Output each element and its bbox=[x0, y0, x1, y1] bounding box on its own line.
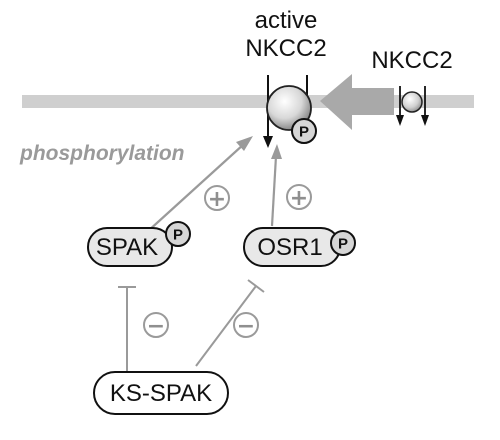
plus-osr1-label: + bbox=[290, 186, 308, 211]
osr1-activation-arrow bbox=[270, 144, 282, 227]
spak-inhibition-line bbox=[118, 286, 136, 377]
ks-spak-node: KS-SPAK bbox=[93, 371, 229, 415]
active-nkcc2-transporter: P bbox=[263, 75, 317, 148]
phospho-badge-spak bbox=[165, 221, 191, 247]
phospho-badge-spak-label: P bbox=[173, 227, 183, 244]
nkcc2-active-label: NKCC2 bbox=[245, 35, 326, 62]
phosphorylation-label: phosphorylation bbox=[19, 142, 185, 165]
nkcc2-inactive-label: NKCC2 bbox=[371, 47, 452, 74]
ks-spak-label: KS-SPAK bbox=[110, 380, 212, 407]
spak-node: SPAK P bbox=[87, 221, 191, 267]
phospho-badge-nkcc2-label: P bbox=[299, 124, 309, 141]
osr1-inhibition-line bbox=[195, 279, 265, 367]
osr1-label: OSR1 bbox=[257, 234, 322, 261]
minus-spak-label: − bbox=[147, 314, 165, 339]
small-sphere-icon bbox=[401, 91, 423, 113]
spak-label: SPAK bbox=[96, 234, 158, 261]
plus-spak-label: + bbox=[208, 187, 226, 212]
phospho-badge-nkcc2 bbox=[291, 118, 317, 144]
minus-circle-icon: − bbox=[143, 312, 169, 339]
plus-circle-icon: + bbox=[204, 185, 230, 212]
plus-circle-icon: + bbox=[286, 184, 312, 211]
minus-circle-icon: − bbox=[233, 312, 259, 339]
big-arrow-icon bbox=[320, 74, 394, 130]
inactive-nkcc2-transporter bbox=[396, 86, 429, 126]
phospho-badge-osr1 bbox=[330, 230, 356, 256]
spak-activation-arrow bbox=[146, 136, 253, 233]
osr1-node: OSR1 P bbox=[243, 227, 356, 267]
phospho-badge-osr1-label: P bbox=[338, 236, 348, 253]
minus-osr1-label: − bbox=[237, 314, 255, 339]
active-label: active bbox=[255, 7, 318, 34]
